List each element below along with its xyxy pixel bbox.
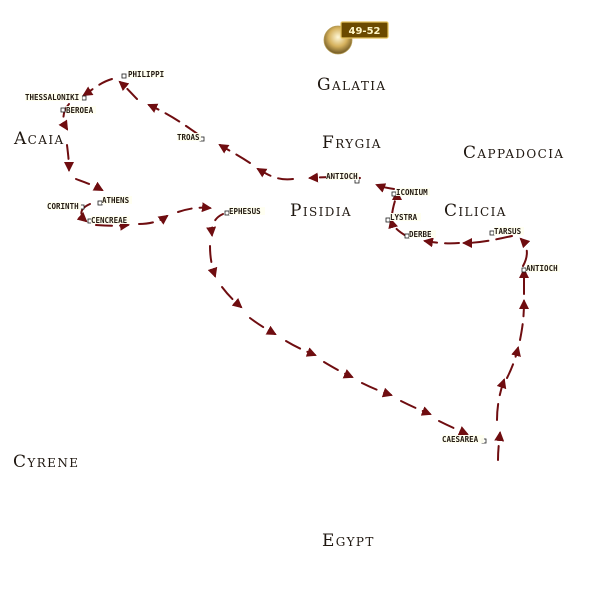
city-iconium: ICONIUM bbox=[391, 188, 430, 197]
route-segment bbox=[518, 299, 529, 341]
city-label: TARSUS bbox=[494, 227, 522, 236]
year-badge: 49-52 bbox=[323, 21, 389, 55]
region-label-acaia: Acaia bbox=[13, 129, 65, 149]
route-segment bbox=[256, 167, 294, 181]
city-label: EPHESUS bbox=[229, 207, 261, 216]
route-segment bbox=[375, 183, 395, 193]
region-label-frygia: Frygia bbox=[322, 133, 382, 153]
city-caesarea: CAESAREA bbox=[442, 435, 487, 444]
city-label: DERBE bbox=[409, 230, 432, 239]
city-label: ATHENS bbox=[102, 196, 130, 205]
region-label-galatia: Galatia bbox=[317, 75, 386, 95]
region-label-egypt: Egypt bbox=[322, 531, 375, 551]
route-segment bbox=[75, 178, 104, 191]
city-tarsus: TARSUS bbox=[489, 227, 524, 236]
route-segment bbox=[323, 361, 354, 379]
city-label: CENCREAE bbox=[91, 216, 128, 225]
route-segment bbox=[177, 202, 212, 213]
region-label-cyrene: Cyrene bbox=[13, 452, 79, 472]
region-labels: Galatia Frygia Cappadocia Acaia Pisidia … bbox=[13, 75, 564, 551]
city-layer: PHILIPPI THESSALONIKI BEROEA TROAS ANTIO… bbox=[25, 70, 560, 444]
city-label: THESSALONIKI bbox=[25, 93, 79, 102]
route-segment bbox=[118, 80, 138, 100]
route-segment bbox=[423, 237, 460, 248]
city-troas: TROAS bbox=[177, 133, 205, 142]
city-thessaloniki: THESSALONIKI bbox=[25, 93, 87, 102]
city-label: TROAS bbox=[177, 133, 200, 142]
route-segment bbox=[361, 382, 393, 398]
city-corinth: CORINTH bbox=[47, 202, 85, 211]
route-segment bbox=[82, 78, 113, 97]
city-label: ANTIOCH bbox=[326, 172, 358, 181]
route-segment bbox=[519, 237, 531, 267]
route-segment bbox=[221, 286, 243, 309]
region-label-pisidia: Pisidia bbox=[290, 201, 352, 221]
city-label: PHILIPPI bbox=[128, 70, 164, 79]
route-segment bbox=[138, 214, 169, 225]
route-segment bbox=[249, 317, 277, 335]
city-cencreae: CENCREAE bbox=[87, 216, 130, 225]
city-label: ANTIOCH bbox=[526, 264, 558, 273]
city-antioch-syria: ANTIOCH bbox=[521, 264, 560, 273]
route-segment bbox=[438, 420, 469, 436]
route-segment bbox=[76, 203, 91, 223]
region-label-cilicia: Cilicia bbox=[444, 201, 507, 221]
city-label: CORINTH bbox=[47, 202, 79, 211]
route-segment bbox=[462, 235, 513, 248]
city-philippi: PHILIPPI bbox=[121, 70, 164, 79]
route-layer bbox=[58, 78, 531, 461]
route-segment bbox=[147, 103, 200, 136]
route-segment bbox=[506, 346, 521, 379]
city-ephesus: EPHESUS bbox=[224, 207, 265, 216]
region-label-cappadocia: Cappadocia bbox=[463, 143, 564, 163]
city-athens: ATHENS bbox=[97, 196, 132, 206]
city-beroea: BEROEA bbox=[60, 106, 96, 115]
route-segment bbox=[206, 213, 224, 237]
route-segment bbox=[207, 245, 218, 278]
route-segment bbox=[218, 143, 251, 164]
city-antioch-pisidia: ANTIOCH bbox=[326, 172, 360, 184]
route-segment bbox=[285, 340, 317, 357]
city-lystra: LYSTRA bbox=[385, 213, 421, 223]
city-derbe: DERBE bbox=[404, 230, 436, 239]
route-segment bbox=[400, 400, 432, 416]
year-badge-text: 49-52 bbox=[349, 26, 381, 37]
route-segment bbox=[494, 431, 505, 461]
city-label: CAESAREA bbox=[442, 435, 479, 444]
route-segment bbox=[63, 144, 74, 172]
city-label: ICONIUM bbox=[396, 188, 428, 197]
route-segment bbox=[95, 220, 130, 231]
city-label: LYSTRA bbox=[390, 213, 418, 222]
city-label: BEROEA bbox=[66, 106, 94, 115]
year-badge-box bbox=[340, 21, 389, 39]
route-segment bbox=[496, 378, 507, 421]
